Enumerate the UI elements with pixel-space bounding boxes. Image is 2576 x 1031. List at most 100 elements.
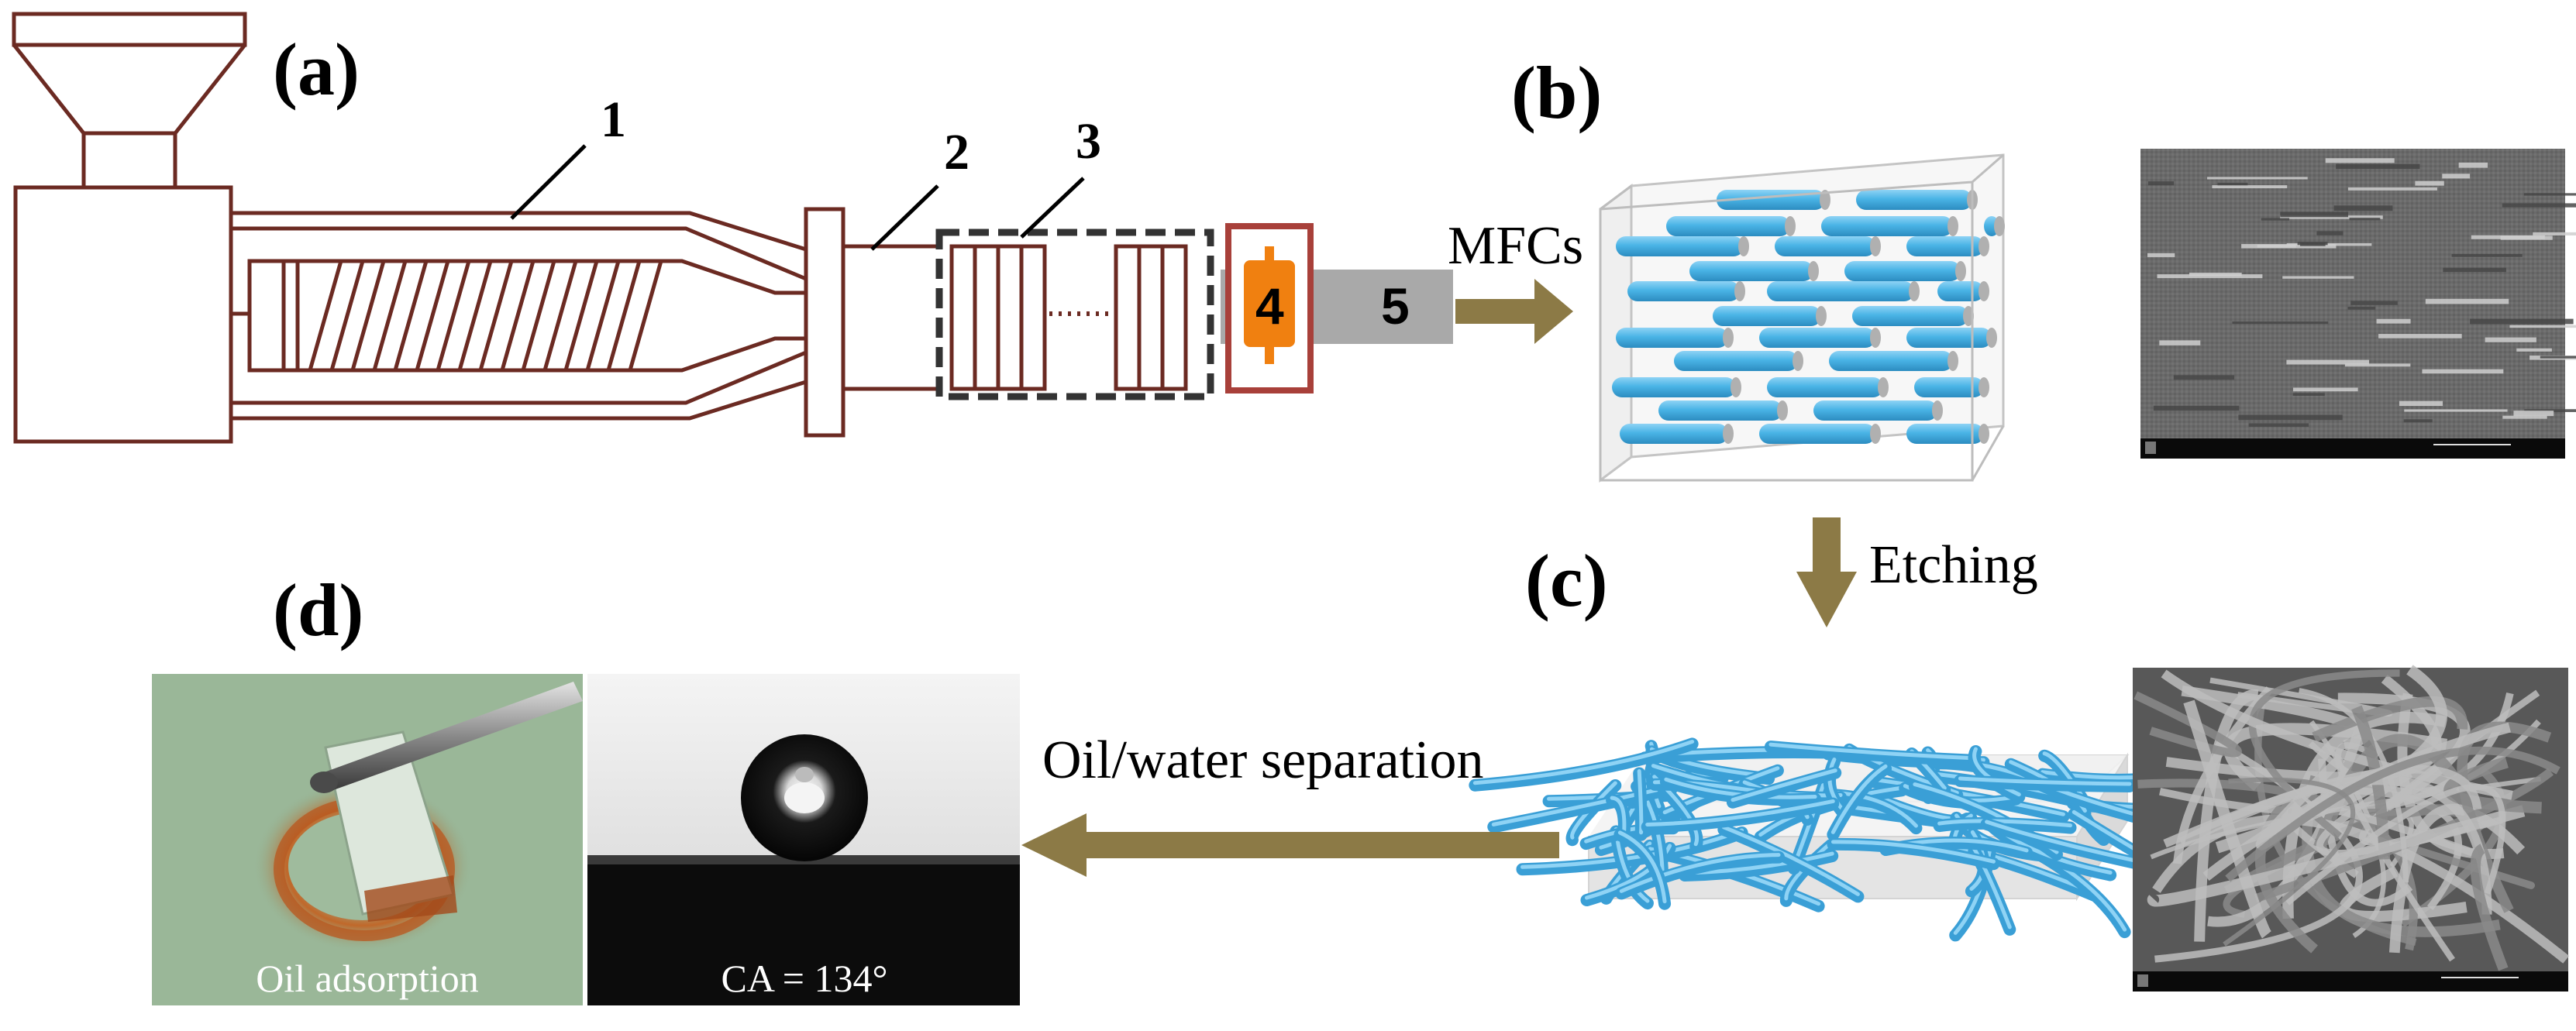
sem-streak bbox=[2336, 163, 2420, 170]
sem-streak bbox=[2316, 231, 2344, 235]
sem-streak bbox=[2344, 363, 2411, 367]
sem-streak bbox=[2248, 423, 2309, 427]
fiber-end bbox=[1909, 281, 1920, 301]
fiber-end bbox=[1978, 377, 1989, 397]
sem-streak bbox=[2280, 211, 2348, 218]
fiber-rod bbox=[1914, 377, 1984, 397]
fiber-end bbox=[1878, 377, 1889, 397]
fiber-end bbox=[1734, 281, 1745, 301]
panel-label-d: (d) bbox=[273, 569, 363, 651]
sem-streak bbox=[2415, 180, 2444, 186]
network-fiber bbox=[1717, 823, 1865, 903]
network-fiber-highlight bbox=[1619, 853, 1781, 893]
arrow-to-b bbox=[1455, 279, 1573, 344]
fiber-end bbox=[1777, 400, 1788, 421]
sem-image-aligned bbox=[2140, 149, 2576, 459]
fiber-network-illustration bbox=[1469, 737, 2232, 942]
fiber-end bbox=[1955, 261, 1966, 281]
network-fiber bbox=[1641, 797, 1840, 833]
contact-angle-photo: CA = 134° bbox=[587, 674, 1020, 1005]
fiber-end bbox=[1947, 216, 1958, 236]
network-fiber bbox=[1764, 741, 1982, 767]
fiber-end bbox=[1870, 424, 1881, 444]
fiber-end bbox=[1793, 351, 1803, 371]
sem-streak bbox=[2286, 359, 2370, 365]
fiber-end bbox=[1731, 377, 1741, 397]
fiber-rod bbox=[1821, 216, 1953, 236]
fiber-rod bbox=[1616, 236, 1744, 256]
network-fiber bbox=[1678, 850, 1839, 882]
network-fiber-highlight bbox=[1768, 742, 1977, 761]
nozzle bbox=[1221, 270, 1453, 344]
sem-streak bbox=[2280, 215, 2383, 219]
fiber-rod bbox=[1620, 424, 1728, 444]
fiber-rod bbox=[1937, 281, 1984, 301]
panel-label-b: (b) bbox=[1511, 51, 1602, 134]
network-fiber bbox=[1615, 851, 1786, 900]
network-fiber-highlight bbox=[1731, 768, 1837, 802]
network-fiber bbox=[1827, 837, 2000, 871]
network-fiber-highlight bbox=[1985, 820, 2155, 867]
fiber-end bbox=[1932, 400, 1943, 421]
sem-streak bbox=[2524, 409, 2576, 412]
hopper bbox=[12, 12, 247, 187]
fiber-end bbox=[1723, 328, 1734, 348]
fiber-end bbox=[1947, 351, 1958, 371]
sem-streak bbox=[2422, 369, 2504, 374]
oil-adsorption-photo: Oil adsorption bbox=[152, 674, 583, 1005]
sem-strand bbox=[2133, 691, 2242, 758]
fiber-rod bbox=[1813, 400, 1937, 421]
fiber-end bbox=[1820, 190, 1830, 210]
sem-streak bbox=[2207, 177, 2308, 180]
sem-streak bbox=[2159, 340, 2201, 345]
panel-label-c: (c) bbox=[1525, 539, 1608, 622]
substrate bbox=[587, 861, 1020, 1005]
sem-streak bbox=[2378, 334, 2462, 339]
sem-strand bbox=[2470, 844, 2509, 971]
network-fiber bbox=[1954, 774, 2136, 792]
extruder-diagram bbox=[12, 12, 1453, 444]
sem-streak bbox=[2261, 218, 2290, 221]
network-fiber bbox=[1469, 737, 1699, 792]
die bbox=[1225, 223, 1314, 393]
sem-streak bbox=[2347, 306, 2376, 310]
sem-streak bbox=[2523, 193, 2576, 196]
fiber-rod bbox=[1852, 306, 1968, 326]
sem-streak bbox=[2217, 182, 2248, 186]
sem-streak bbox=[2442, 174, 2471, 179]
sem-strand bbox=[2254, 795, 2318, 954]
fiber-rod bbox=[1906, 424, 1984, 444]
screw-flights bbox=[307, 259, 664, 373]
sem-streak bbox=[2425, 298, 2509, 304]
network-fiber bbox=[1726, 766, 1842, 809]
fiber-rod bbox=[1759, 424, 1875, 444]
fiber-end bbox=[1870, 328, 1881, 348]
component-1-label: 1 bbox=[601, 91, 626, 148]
mfc-cube-illustration bbox=[1599, 153, 2005, 483]
sem-info-bar bbox=[2140, 438, 2565, 459]
network-fiber-highlight bbox=[1491, 785, 1674, 827]
fiber-rod bbox=[1767, 281, 1914, 301]
sem-image-network bbox=[2133, 665, 2570, 991]
fiber-end bbox=[1785, 216, 1796, 236]
sem-streak bbox=[2500, 235, 2553, 240]
component-5-label: 5 bbox=[1381, 277, 1410, 335]
sem-streak bbox=[2443, 267, 2506, 273]
sem-streak bbox=[2509, 325, 2576, 328]
network-fiber-highlight bbox=[1721, 825, 1860, 896]
network-fiber-highlight bbox=[1472, 739, 1695, 785]
screw bbox=[231, 259, 808, 373]
sem-streak bbox=[2212, 185, 2288, 189]
sem-streak bbox=[2485, 337, 2536, 342]
sem-streak bbox=[2513, 411, 2554, 417]
network-fiber bbox=[1487, 782, 1678, 833]
fiber-end bbox=[1816, 306, 1827, 326]
arrow-etching bbox=[1796, 517, 1857, 627]
network-fiber-highlight bbox=[1570, 781, 1617, 840]
sem-streak bbox=[2376, 318, 2411, 324]
sem-streak bbox=[2257, 244, 2296, 248]
sem-info-bar-c bbox=[2133, 971, 2568, 991]
fiber-rod bbox=[1612, 377, 1736, 397]
fiber-rod bbox=[1713, 306, 1821, 326]
